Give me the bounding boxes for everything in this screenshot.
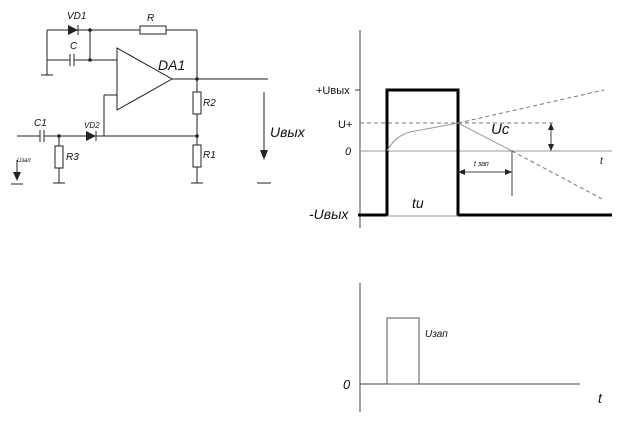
output-waveform: [358, 88, 612, 217]
zero-label: 0: [345, 146, 352, 158]
trigger-pulse: [386, 317, 420, 385]
vd2-label: VD2: [84, 121, 100, 130]
uc-label: Uc: [491, 121, 510, 138]
uc-curve: [386, 122, 513, 152]
pulse-plot: 0 t Uзап: [343, 283, 603, 412]
uzap-input-label: Uзап: [17, 158, 31, 164]
uc-extrapolation-down: [511, 150, 605, 201]
vd1-label: VD1: [67, 11, 86, 22]
tu-label: tu: [412, 195, 424, 211]
da1-opamp: [116, 47, 174, 111]
timing-diagram: +Uвых U+ 0 t Uc t зап -Uвых tu: [309, 30, 612, 228]
r3-resistor: [54, 145, 64, 169]
r2-resistor: [192, 91, 202, 115]
c-label: C: [70, 41, 78, 52]
tzap-label: t зап: [474, 161, 489, 168]
uc-extrapolation-up: [457, 89, 605, 124]
r2-label: R2: [203, 98, 216, 109]
r1-label: R1: [203, 150, 216, 161]
r-resistor: [139, 25, 167, 35]
pulse-t-label: t: [598, 390, 603, 406]
plus-uout-label: +Uвых: [316, 85, 350, 97]
da1-label: DA1: [158, 57, 185, 73]
minus-uout-label: -Uвых: [309, 206, 349, 222]
uzap-pulse-label: Uзап: [425, 329, 448, 340]
uout-label: Uвых: [270, 124, 306, 140]
t-label: t: [600, 156, 604, 167]
vd2-diode: [86, 131, 96, 141]
r3-label: R3: [66, 152, 79, 163]
circuit-schematic: VD1 R C DA1 R2 C1 VD2 R3 R1 Uзап Uвых: [11, 11, 306, 185]
r1-resistor: [192, 144, 202, 168]
pulse-zero-label: 0: [343, 377, 351, 392]
vd1-diode: [68, 25, 78, 35]
r-label: R: [147, 13, 154, 24]
u-plus-label: U+: [338, 119, 352, 131]
c1-label: C1: [34, 118, 47, 129]
